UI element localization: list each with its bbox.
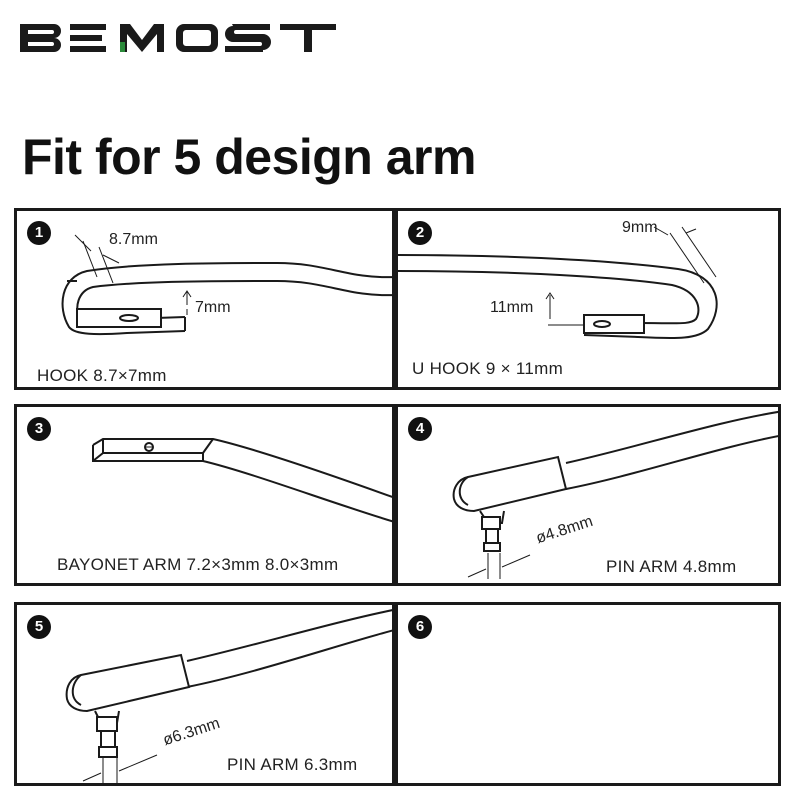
page-title: Fit for 5 design arm <box>22 129 476 185</box>
pin-arm-4-8-illustration <box>452 410 778 579</box>
panel-caption-hook: HOOK 8.7×7mm <box>37 366 167 385</box>
u-hook-width-label: 9mm <box>622 219 658 236</box>
hook-width-label: 8.7mm <box>109 231 158 248</box>
panel-hook: 1 8.7mm 7mm HOOK 8.7×7mm <box>14 208 395 390</box>
panel-pin-6-3: 5 ø6.3mm PIN ARM 6.3mm <box>14 602 395 786</box>
panel-caption-bayonet: BAYONET ARM 7.2×3mm 8.0×3mm <box>57 555 339 574</box>
panel-caption-pin-6-3: PIN ARM 6.3mm <box>227 755 358 774</box>
hook-height-label: 7mm <box>195 299 231 316</box>
panel-number-1: 1 <box>27 221 51 245</box>
panel-number-6: 6 <box>408 615 432 639</box>
panel-caption-pin-4-8: PIN ARM 4.8mm <box>606 557 737 576</box>
panel-pin-4-8: 4 ø4.8mm PIN ARM 4.8mm <box>395 404 781 586</box>
panel-u-hook: 2 9mm 11mm U HOOK 9 × 11mm <box>395 208 781 390</box>
bayonet-arm-illustration <box>92 438 392 523</box>
pin-arm-6-3-illustration <box>65 609 392 783</box>
u-hook-height-label: 11mm <box>490 299 534 316</box>
panel-empty: 6 <box>395 602 781 786</box>
panel-number-4: 4 <box>408 417 432 441</box>
panel-number-2: 2 <box>408 221 432 245</box>
panel-caption-u-hook: U HOOK 9 × 11mm <box>412 359 564 378</box>
u-hook-arm-illustration <box>398 226 718 340</box>
panel-bayonet: 3 BAYONET ARM 7.2×3mm 8.0×3mm <box>14 404 395 586</box>
brand-logo <box>20 24 336 52</box>
hook-arm-illustration <box>61 234 392 336</box>
panel-number-5: 5 <box>27 615 51 639</box>
panel-number-3: 3 <box>27 417 51 441</box>
